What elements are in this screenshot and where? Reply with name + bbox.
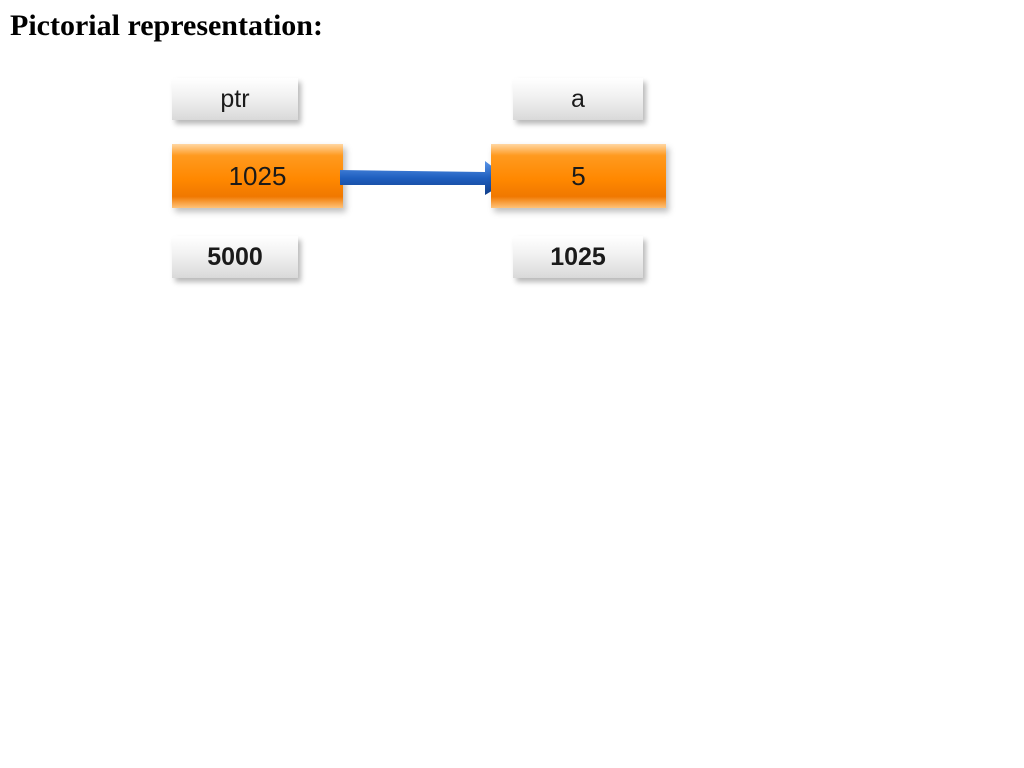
a-value-label: 5	[571, 160, 586, 191]
ptr-name-box: ptr	[172, 78, 298, 120]
ptr-address-label: 5000	[207, 242, 263, 271]
ptr-address-box: 5000	[172, 236, 298, 278]
ptr-value-label: 1025	[228, 160, 287, 191]
a-value-box: 5	[491, 144, 666, 208]
a-name-box: a	[513, 78, 643, 120]
ptr-name-label: ptr	[220, 84, 250, 113]
pointer-arrow-icon	[340, 161, 510, 195]
a-name-label: a	[571, 84, 585, 113]
pointer-diagram: ptr a 1025 5 5000 1025	[0, 0, 1024, 300]
a-address-label: 1025	[550, 242, 606, 271]
page-title: Pictorial representation:	[10, 9, 323, 42]
ptr-value-box: 1025	[172, 144, 343, 208]
a-address-box: 1025	[513, 236, 643, 278]
